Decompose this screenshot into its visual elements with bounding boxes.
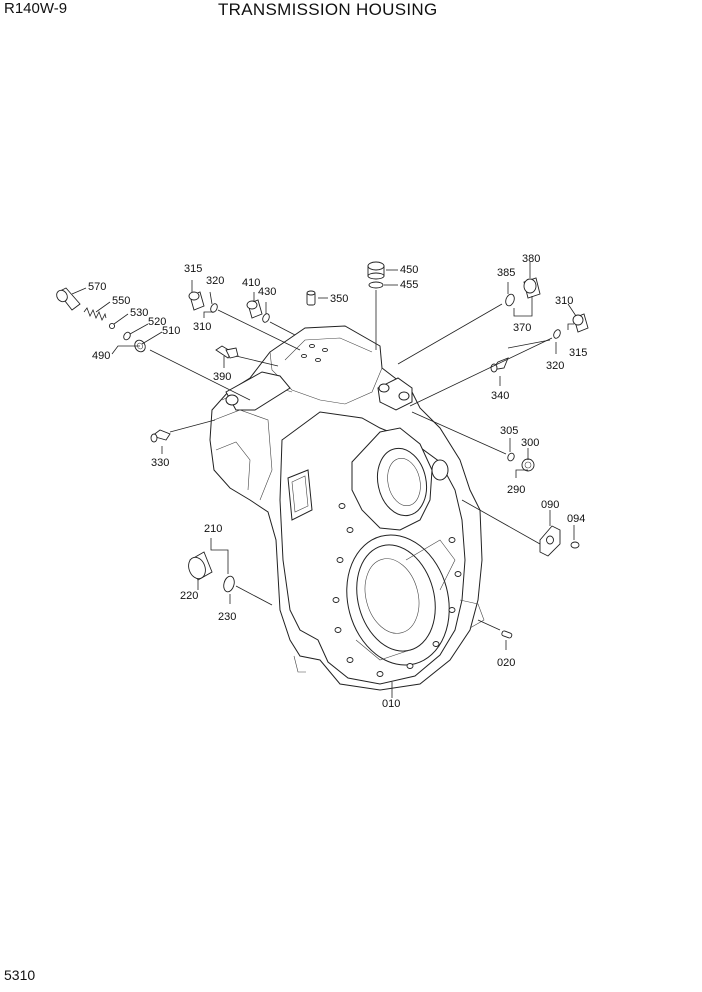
callout-570: 570 xyxy=(88,281,106,293)
callout-370: 370 xyxy=(513,322,531,334)
part-220-cap xyxy=(188,551,213,581)
callout-230: 230 xyxy=(218,611,236,623)
part-020-pin xyxy=(501,630,513,639)
callout-490: 490 xyxy=(92,350,110,362)
callout-550: 550 xyxy=(112,295,130,307)
part-380-plug xyxy=(523,277,541,299)
part-430-oring xyxy=(262,313,270,323)
part-300-plug xyxy=(521,458,535,472)
callout-220: 220 xyxy=(180,590,198,602)
part-094-bolt xyxy=(570,541,580,549)
part-455-oring xyxy=(368,281,384,289)
callout-510: 510 xyxy=(162,325,180,337)
part-315-plug-left xyxy=(188,291,205,311)
callout-430: 430 xyxy=(258,286,276,298)
leader-lines xyxy=(71,262,577,698)
page-number: 5310 xyxy=(4,967,36,983)
callout-300: 300 xyxy=(521,437,539,449)
page-title: TRANSMISSION HOUSING xyxy=(218,0,438,19)
callout-520: 520 xyxy=(148,316,166,328)
callout-340: 340 xyxy=(491,390,509,402)
callout-315-left: 315 xyxy=(184,263,202,275)
callout-210: 210 xyxy=(204,523,222,535)
callout-315-right: 315 xyxy=(569,347,587,359)
callout-380: 380 xyxy=(522,253,540,265)
callout-320-left: 320 xyxy=(206,275,224,287)
callout-020: 020 xyxy=(497,657,515,669)
part-450-breather xyxy=(367,261,385,280)
callout-094: 094 xyxy=(567,513,585,525)
part-230-oring xyxy=(223,575,235,593)
part-350-pin xyxy=(306,290,316,306)
callout-450: 450 xyxy=(400,264,418,276)
callout-010: 010 xyxy=(382,698,400,710)
model-label: R140W-9 xyxy=(4,0,68,17)
callout-320-right: 320 xyxy=(546,360,564,372)
callout-290: 290 xyxy=(507,484,525,496)
part-305-oring xyxy=(507,452,515,462)
callout-305: 305 xyxy=(500,425,518,437)
part-320-oring-right xyxy=(553,329,561,339)
callout-530: 530 xyxy=(130,307,148,319)
part-410-plug xyxy=(246,299,263,319)
part-570-plug xyxy=(56,287,81,311)
callout-labels: 570 550 530 520 510 490 315 320 310 410 … xyxy=(88,253,587,710)
part-090-bracket xyxy=(539,525,561,557)
part-520-oring xyxy=(123,331,131,341)
part-330-fitting xyxy=(150,429,171,443)
callout-390: 390 xyxy=(213,371,231,383)
part-385-oring xyxy=(505,293,515,307)
callout-310-left: 310 xyxy=(193,321,211,333)
callout-090: 090 xyxy=(541,499,559,511)
callout-410: 410 xyxy=(242,277,260,289)
callout-330: 330 xyxy=(151,457,169,469)
part-315-plug-right xyxy=(572,313,589,333)
part-390-fitting xyxy=(215,345,239,359)
callout-350: 350 xyxy=(330,293,348,305)
part-530-ball xyxy=(108,322,116,330)
callout-310-right: 310 xyxy=(555,295,573,307)
part-550-spring xyxy=(83,307,107,321)
callout-385: 385 xyxy=(497,267,515,279)
callout-455: 455 xyxy=(400,279,418,291)
transmission-housing-drawing xyxy=(209,325,485,691)
bolt-holes xyxy=(332,503,462,677)
